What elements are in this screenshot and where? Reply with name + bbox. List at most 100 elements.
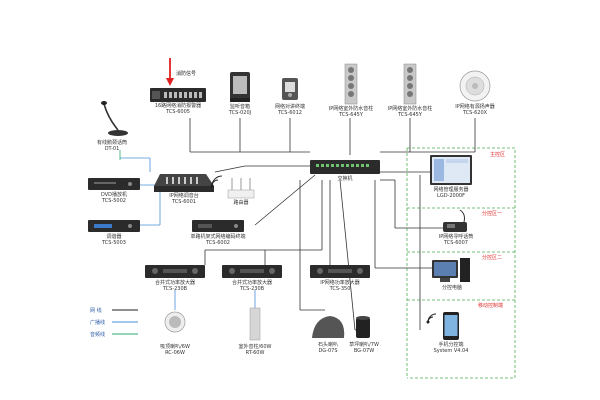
lawn-speaker-device — [356, 316, 370, 338]
amplifier-1-label: 合并式功率放大器 TCS-230B — [145, 280, 205, 292]
mobile-device — [443, 312, 459, 340]
dvd-label: DVD播放机 TCS-5002 — [88, 192, 140, 204]
mixer-model: TCS-6001 — [172, 199, 196, 205]
outdoor-column-label: 室外音柱/60W RT-60W — [232, 344, 278, 356]
column-speaker-1-label: IP网络室外防水音柱 TCS-645Y — [322, 106, 380, 118]
fire-signal-label: 消防信号 — [176, 71, 197, 77]
dvd-device — [88, 178, 140, 190]
legend-broadcast-label: 广播线 — [90, 320, 106, 326]
gooseneck-mic-device — [101, 101, 128, 136]
mixer-device — [154, 174, 214, 192]
legend-lines — [112, 309, 138, 335]
column-speaker-2-name: IP网络室外防水音柱 — [387, 106, 433, 112]
server-name: 网络管理服务器 — [433, 187, 469, 193]
wired-mic-label: 有线鹅颈话筒 DT-01 — [92, 140, 132, 152]
intercom-name: 网络对讲终端 — [274, 104, 305, 110]
wired-mic-model: DT-01 — [104, 146, 120, 152]
mobile-model: System V4.04 — [433, 348, 469, 354]
fire-alarm-label: 16路网络消防报警器 TCS-6005 — [150, 103, 206, 115]
outdoor-column-device — [249, 307, 261, 341]
rock-speaker-model: DG-07S — [318, 348, 338, 354]
monitor-speaker-model: TCS-020J — [228, 110, 252, 116]
tuner-device — [88, 220, 140, 232]
outdoor-column-model: RT-60W — [245, 350, 265, 356]
column-speaker-2-model: TCS-645Y — [398, 112, 422, 118]
zone-mobile-label: 移动控制端 — [478, 303, 504, 309]
column-speaker-2-label: IP网络室外防水音柱 TCS-645Y — [381, 106, 439, 118]
rock-speaker-name: 石头喇叭 — [317, 342, 338, 348]
server-label: 网络管理服务器 LGD-2000F — [425, 187, 477, 199]
wired-mic-name: 有线鹅颈话筒 — [96, 140, 127, 146]
pager-name: IP网络寻呼话筒 — [438, 234, 474, 240]
fire-signal-arrow — [166, 58, 174, 86]
encoder-name: 单路机架式网络编码终端 — [190, 234, 246, 240]
dvd-name: DVD播放机 — [100, 192, 128, 198]
fire-alarm-device — [150, 88, 206, 102]
active-speaker-device — [459, 70, 491, 102]
amplifier-3-model: TCS-350 — [329, 286, 351, 292]
tuner-label: 调谐器 TCS-5003 — [88, 234, 140, 246]
tuner-name: 调谐器 — [106, 234, 122, 240]
amplifier-3 — [310, 265, 370, 278]
mobile-label: 手机分控端 System V4.04 — [425, 342, 477, 354]
outdoor-column-name: 室外音柱/60W — [238, 344, 272, 350]
amplifier-3-label: IP网络功率放大器 TCS-350 — [310, 280, 370, 292]
pc-device — [432, 258, 470, 282]
amplifier-1-name: 合并式功率放大器 — [154, 280, 195, 286]
rock-speaker-device — [312, 316, 345, 338]
fire-alarm-name: 16路网络消防报警器 — [154, 103, 202, 109]
lawn-speaker-name: 草坪喇叭/7W — [349, 342, 379, 348]
ceiling-speaker-name: 吸顶喇叭/6W — [160, 344, 190, 350]
ceiling-speaker-label: 吸顶喇叭/6W RC-06W — [150, 344, 200, 356]
encoder-device — [192, 220, 244, 232]
amplifier-2-model: TCS-230B — [239, 286, 265, 292]
monitor-speaker-label: 监听音箱 TCS-020J — [222, 104, 258, 116]
active-speaker-label: IP网络有源扬声器 TCS-620X — [447, 104, 503, 116]
intercom-model: TCS-6012 — [278, 110, 302, 116]
zone-sub1-label: 分控区一 — [482, 211, 503, 217]
pc-label: 分控电脑 — [441, 285, 462, 291]
encoder-label: 单路机架式网络编码终端 TCS-6002 — [182, 234, 254, 246]
ceiling-speaker-device — [164, 311, 186, 333]
rock-speaker-label: 石头喇叭 DG-07S — [310, 342, 346, 354]
server-device — [430, 155, 472, 185]
tuner-model: TCS-5003 — [102, 240, 126, 246]
legend-audio-label: 音频线 — [90, 332, 106, 338]
monitor-speaker-device — [230, 72, 250, 102]
column-speaker-2 — [403, 63, 417, 105]
column-speaker-1-model: TCS-645Y — [339, 112, 363, 118]
server-model: LGD-2000F — [437, 193, 465, 199]
lawn-speaker-model: BG-07W — [353, 348, 375, 354]
router-device — [227, 178, 255, 199]
column-speaker-1 — [344, 63, 358, 105]
switch-device — [310, 160, 380, 174]
wifi-icon — [210, 175, 223, 188]
legend-network-label: 网 线 — [90, 308, 102, 314]
monitor-speaker-name: 监听音箱 — [229, 104, 250, 110]
active-speaker-model: TCS-620X — [462, 110, 488, 116]
network-wires — [189, 118, 476, 331]
pager-device — [443, 209, 467, 232]
ceiling-speaker-model: RC-06W — [165, 350, 185, 356]
active-speaker-name: IP网络有源扬声器 — [455, 104, 495, 110]
mobile-name: 手机分控端 — [438, 342, 464, 348]
amplifier-2-name: 合并式功率放大器 — [231, 280, 272, 286]
amplifier-1 — [145, 265, 205, 278]
lawn-speaker-label: 草坪喇叭/7W BG-07W — [346, 342, 382, 354]
mobile-wifi-icon — [426, 313, 437, 324]
pager-model: TCS-6007 — [444, 240, 468, 246]
pager-label: IP网络寻呼话筒 TCS-6007 — [428, 234, 484, 246]
amplifier-2 — [222, 265, 282, 278]
column-speaker-1-name: IP网络室外防水音柱 — [328, 106, 374, 112]
intercom-label: 网络对讲终端 TCS-6012 — [270, 104, 310, 116]
switch-label: 交换机 — [337, 176, 353, 182]
zone-main-label: 主控区 — [490, 152, 506, 158]
encoder-model: TCS-6002 — [206, 240, 230, 246]
fire-alarm-model: TCS-6005 — [166, 109, 190, 115]
dvd-model: TCS-5002 — [102, 198, 126, 204]
router-label: 路由器 — [233, 200, 249, 206]
mixer-name: IP网络调音台 — [169, 193, 199, 199]
zone-sub2-label: 分控区二 — [482, 255, 503, 261]
amplifier-1-model: TCS-230B — [162, 286, 188, 292]
